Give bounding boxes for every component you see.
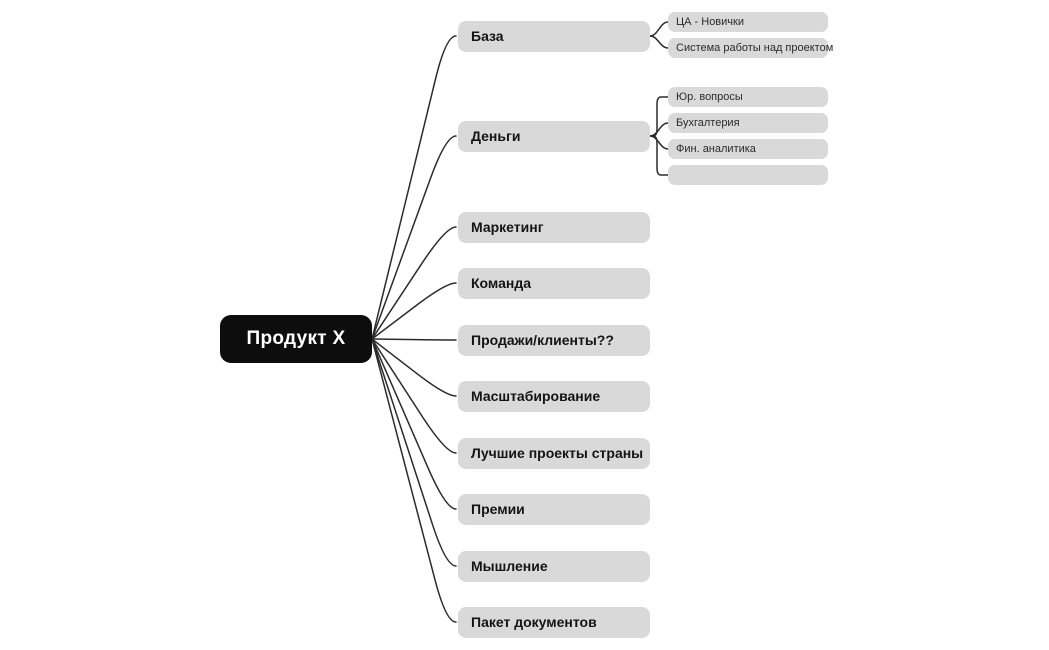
branch-node-2[interactable]: Маркетинг — [458, 211, 650, 243]
child-node-1-2[interactable]: Фин. аналитика — [668, 139, 828, 159]
branch-node-1[interactable]: Деньги — [458, 120, 650, 152]
child-node-label: Система работы над проектом — [676, 42, 834, 54]
branch-node-label: Пакет документов — [471, 614, 597, 630]
branch-child-connector — [649, 122, 669, 137]
child-node-1-3[interactable] — [668, 165, 828, 185]
branch-child-connector — [649, 135, 669, 150]
root-branch-connector — [371, 226, 457, 340]
root-branch-connector — [371, 35, 457, 340]
root-branch-connector — [371, 338, 457, 341]
branch-node-8[interactable]: Мышление — [458, 550, 650, 582]
child-node-0-0[interactable]: ЦА - Новички — [668, 12, 828, 32]
branch-node-5[interactable]: Масштабирование — [458, 380, 650, 412]
child-node-label: Юр. вопросы — [676, 91, 743, 103]
child-node-label: Бухгалтерия — [676, 117, 740, 129]
branch-node-7[interactable]: Премии — [458, 493, 650, 525]
child-node-1-1[interactable]: Бухгалтерия — [668, 113, 828, 133]
root-branch-connector — [371, 282, 457, 340]
child-node-label: ЦА - Новички — [676, 16, 744, 28]
branch-child-connector — [649, 96, 669, 137]
branch-node-6[interactable]: Лучшие проекты страны — [458, 437, 650, 469]
root-branch-connector — [371, 338, 457, 454]
child-node-label: Фин. аналитика — [676, 143, 756, 155]
root-branch-connector — [371, 338, 457, 623]
branch-node-9[interactable]: Пакет документов — [458, 606, 650, 638]
branch-node-4[interactable]: Продажи/клиенты?? — [458, 324, 650, 356]
branch-node-label: Продажи/клиенты?? — [471, 332, 614, 348]
branch-node-label: Команда — [471, 275, 531, 291]
root-node-product-x[interactable]: Продукт X — [220, 315, 372, 363]
branch-node-3[interactable]: Команда — [458, 267, 650, 299]
branch-node-label: Масштабирование — [471, 388, 601, 404]
branch-child-connector — [649, 21, 669, 37]
child-node-1-0[interactable]: Юр. вопросы — [668, 87, 828, 107]
branch-node-label: Деньги — [471, 128, 521, 144]
branch-child-connector — [649, 35, 669, 49]
branch-node-label: База — [471, 28, 504, 44]
child-node-0-1[interactable]: Система работы над проектом — [668, 38, 833, 58]
root-branch-connector — [371, 338, 457, 510]
branch-node-label: Маркетинг — [471, 219, 544, 235]
branch-node-0[interactable]: База — [458, 20, 650, 52]
root-branch-connector — [371, 338, 457, 397]
branch-node-label: Лучшие проекты страны — [471, 445, 644, 461]
root-node-label: Продукт X — [246, 328, 346, 349]
root-branch-connector — [371, 135, 457, 340]
root-branch-connector — [371, 338, 457, 567]
branch-node-label: Мышление — [471, 558, 548, 574]
branch-node-label: Премии — [471, 501, 525, 517]
branch-child-connector — [649, 135, 669, 176]
